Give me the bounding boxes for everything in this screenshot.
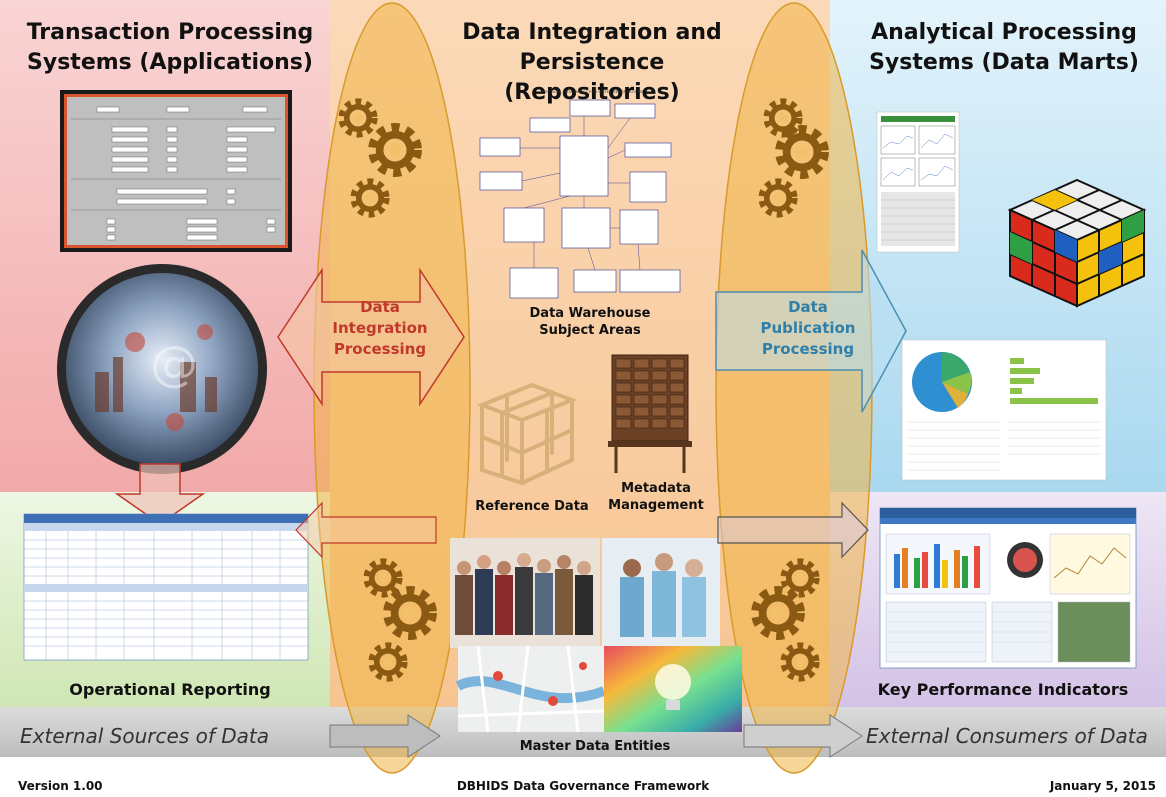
integration-label-line: Integration [332, 319, 428, 337]
version-label: Version 1.00 [18, 779, 103, 793]
kpi-label: Key Performance Indicators [877, 680, 1129, 699]
gear-icon [367, 562, 399, 594]
center-title-line: Data Integration and [462, 20, 722, 45]
at-symbol-icon: @ [150, 336, 198, 392]
publication-label-line: Processing [761, 340, 855, 358]
metadata-caption-line: Management [608, 498, 704, 513]
publication-arrow-label: Data Publication Processing [748, 297, 868, 360]
metadata-caption-line: Metadata [621, 481, 691, 496]
metadata-catalog-image [608, 354, 692, 473]
warehouse-caption-line: Subject Areas [539, 323, 641, 338]
sources-arrow-icon [329, 714, 441, 758]
map-pin-icon [493, 662, 587, 706]
center-to-kpi-arrow-icon [717, 501, 869, 559]
external-sources-label: External Sources of Data [20, 724, 269, 748]
gear-icon [780, 130, 824, 174]
reference-data-cube-image [476, 382, 578, 486]
map-image [455, 645, 606, 733]
metadata-caption: Metadata Management [596, 480, 716, 514]
warehouse-caption-line: Data Warehouse [529, 306, 651, 321]
publication-arrow-icon [715, 249, 907, 413]
gear-icon [784, 646, 816, 678]
gear-icon [342, 102, 374, 134]
globe-collage-image: @ [57, 264, 267, 474]
publication-label-line: Publication [760, 319, 856, 337]
gear-icon [784, 562, 816, 594]
svg-text:PHYSICAL DATA MODEL FOR HOTEL: PHYSICAL DATA MODEL FOR HOTEL RESERVATIO… [542, 89, 644, 94]
right-title-line: Systems (Data Marts) [869, 50, 1139, 75]
integration-label-line: Processing [333, 340, 427, 358]
lightbulb-icon [655, 664, 691, 700]
warehouse-caption: Data Warehouse Subject Areas [500, 305, 680, 339]
people-group-image [450, 538, 600, 648]
integration-arrow-label: Data Integration Processing [330, 297, 430, 360]
analytics-report-image [876, 111, 960, 253]
gear-icon [372, 646, 404, 678]
left-title-line: Transaction Processing [26, 20, 314, 45]
gear-icon [388, 591, 432, 635]
form-fields [67, 97, 285, 245]
down-arrow-icon [114, 463, 206, 525]
framework-label: DBHIDS Data Governance Framework [456, 779, 710, 793]
region-dashboard-image [901, 339, 1107, 481]
left-column-title: Transaction Processing Systems (Applicat… [10, 18, 330, 78]
operational-reporting-label: Operational Reporting [69, 680, 271, 699]
gear-icon [762, 182, 794, 214]
right-column-title: Analytical Processing Systems (Data Mart… [846, 18, 1162, 78]
right-title-line: Analytical Processing [871, 20, 1137, 45]
application-form-image [60, 90, 292, 252]
meter-report-table-image [23, 513, 309, 661]
left-title-line: Systems (Applications) [27, 50, 313, 75]
integration-arrow-icon [277, 267, 465, 407]
integration-label-line: Data [360, 298, 400, 316]
medical-staff-image [602, 538, 720, 648]
reference-data-caption: Reference Data [475, 499, 589, 514]
kpi-dashboard-image [879, 507, 1137, 669]
consumers-arrow-icon [743, 714, 863, 758]
data-model-diagram-image: PHYSICAL DATA MODEL FOR HOTEL RESERVATIO… [479, 89, 681, 299]
ops-to-center-arrow-icon [295, 501, 437, 559]
gear-icon [767, 102, 799, 134]
gear-icon [354, 182, 386, 214]
lightbulb-art-image [604, 646, 742, 732]
footer-bg [0, 757, 1166, 797]
publication-label-line: Data [788, 298, 828, 316]
gear-icon [756, 591, 800, 635]
gear-icon [373, 128, 417, 172]
rubiks-cube-image [1007, 178, 1147, 308]
master-data-caption: Master Data Entities [519, 739, 671, 754]
external-consumers-label: External Consumers of Data [866, 724, 1148, 748]
date-label: January 5, 2015 [1049, 779, 1156, 793]
